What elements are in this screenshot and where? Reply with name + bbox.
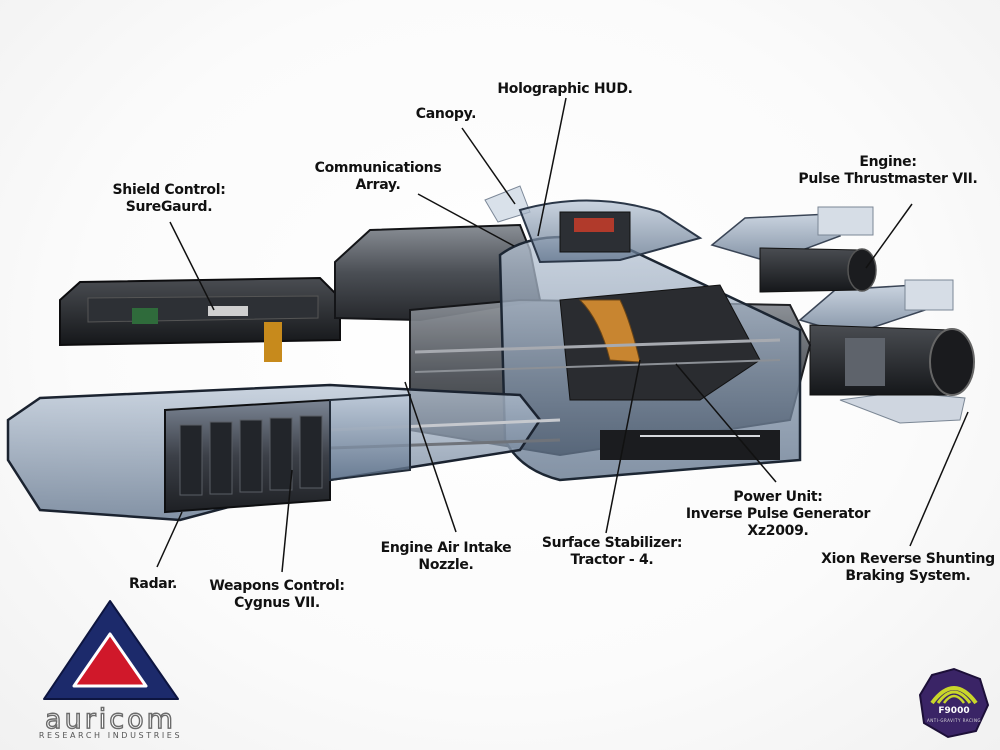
label-power-unit: Power Unit: Inverse Pulse Generator Xz20… — [685, 489, 871, 539]
label-shield-control: Shield Control: SureGaurd. — [112, 182, 226, 215]
auricom-logo: auricom RESEARCH INDUSTRIES — [8, 598, 213, 740]
label-engine-air-intake: Engine Air Intake Nozzle. — [380, 540, 512, 573]
f9000-logo: F9000 ANTI-GRAVITY RACING — [918, 667, 990, 739]
label-radar: Radar. — [128, 576, 178, 592]
label-surface-stabilizer: Surface Stabilizer: Tractor - 4. — [541, 535, 683, 568]
engine-pulse-thrustmaster — [759, 247, 975, 396]
label-communications-array: Communications Array. — [314, 160, 442, 193]
f9000-badge-icon — [918, 667, 990, 739]
auricom-triangle-icon — [43, 600, 179, 700]
weapons-pod — [6, 383, 561, 522]
f9000-wordmark: F9000 — [938, 706, 970, 716]
label-engine: Engine: Pulse Thrustmaster VII. — [798, 154, 978, 187]
cockpit — [484, 185, 703, 264]
label-xion-braking: Xion Reverse Shunting Braking System. — [821, 551, 995, 584]
upper-truss — [59, 276, 341, 362]
f9000-subtitle: ANTI-GRAVITY RACING — [926, 718, 982, 723]
auricom-subtitle: RESEARCH INDUSTRIES — [38, 731, 183, 740]
auricom-wordmark: auricom — [44, 703, 176, 735]
label-holographic-hud: Holographic HUD. — [497, 81, 633, 97]
label-canopy: Canopy. — [415, 106, 477, 122]
label-weapons-control: Weapons Control: Cygnus VII. — [209, 578, 345, 611]
leader-lines — [156, 97, 969, 573]
engine-fins — [710, 206, 966, 424]
